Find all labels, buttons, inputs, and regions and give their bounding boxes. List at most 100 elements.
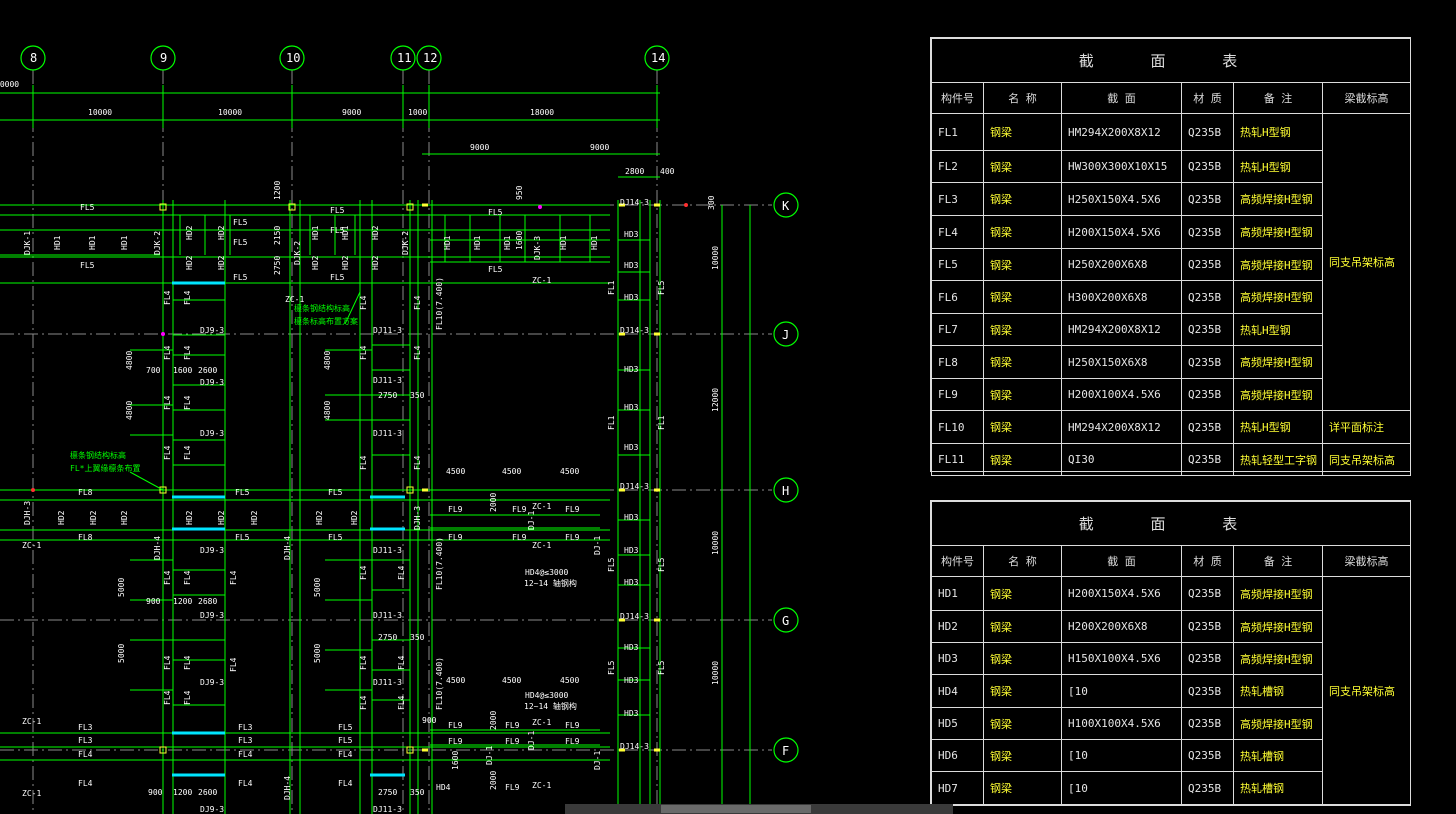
drawing-label: 2800 bbox=[625, 167, 644, 176]
drawing-label: FL5 bbox=[488, 265, 503, 274]
table-cell-name: 钢梁 bbox=[983, 378, 1062, 411]
drawing-label: 2750 bbox=[378, 391, 397, 400]
drawing-label: 1200 bbox=[173, 788, 192, 797]
leader-line bbox=[129, 471, 164, 491]
axis-bubble bbox=[390, 45, 416, 71]
axis-label-col: 10 bbox=[286, 51, 300, 65]
table-cell-note: 高频焊接H型钢 bbox=[1233, 610, 1323, 643]
drawing-label: HD1 bbox=[503, 235, 512, 250]
drawing-label: FL4 bbox=[338, 779, 353, 788]
drawing-label: FL1 bbox=[607, 280, 616, 295]
table-cell-material: Q235B bbox=[1181, 771, 1234, 805]
axis-label-row: G bbox=[782, 614, 789, 628]
scrollbar-thumb[interactable] bbox=[661, 805, 811, 813]
cyan-beam bbox=[172, 281, 225, 285]
drawing-label: HD2 bbox=[185, 510, 194, 525]
axis-label-row: K bbox=[782, 199, 790, 213]
drawing-label: HD2 bbox=[57, 510, 66, 525]
drawing-label: 2680 bbox=[198, 597, 217, 606]
drawing-label: FL5 bbox=[607, 660, 616, 675]
drawing-label: FL1 bbox=[607, 415, 616, 430]
table-cell-name: 钢梁 bbox=[983, 248, 1062, 281]
drawing-label: FL1 bbox=[657, 415, 666, 430]
table-cell-section: H150X100X4.5X6 bbox=[1061, 642, 1182, 675]
axis-bubble bbox=[773, 607, 799, 633]
table-cell-name: 钢梁 bbox=[983, 576, 1062, 611]
drawing-label: HD2 bbox=[217, 255, 226, 270]
drawing-label: FL10(7.400) bbox=[435, 657, 444, 710]
drawing-label: FL4 bbox=[359, 655, 368, 670]
drawing-label: HD1 bbox=[443, 235, 452, 250]
drawing-label: 5000 bbox=[117, 578, 126, 597]
drawing-label: FL4 bbox=[163, 345, 172, 360]
drawing-label: HD1 bbox=[590, 235, 599, 250]
drawing-label: 10000 bbox=[218, 108, 242, 117]
horizontal-scrollbar[interactable] bbox=[565, 804, 953, 814]
table-cell-id: FL2 bbox=[931, 150, 984, 183]
drawing-label: 5000 bbox=[313, 644, 322, 663]
axis-label-col: 8 bbox=[30, 51, 37, 65]
axis-label-row: J bbox=[782, 328, 789, 342]
drawing-label: 9000 bbox=[470, 143, 489, 152]
table-cell-id: FL1 bbox=[931, 113, 984, 151]
table-cell-material: Q235B bbox=[1181, 150, 1234, 183]
table-cell-id: FL7 bbox=[931, 313, 984, 346]
cad-drawing-canvas[interactable]: 8910111214KJHGF1000010000100009000100018… bbox=[0, 0, 920, 814]
drawing-label: HD3 bbox=[624, 403, 639, 412]
drawing-label: 1200 bbox=[273, 181, 282, 200]
table-cell-id: FL3 bbox=[931, 182, 984, 216]
drawing-label: DJ-1 bbox=[593, 536, 602, 555]
drawing-label: 2750 bbox=[378, 633, 397, 642]
table-header-cell: 构件号 bbox=[931, 545, 984, 577]
drawing-label: FL5 bbox=[338, 736, 353, 745]
drawing-label: FL5 bbox=[338, 723, 353, 732]
drawing-label: DJK-3 bbox=[533, 236, 542, 260]
drawing-label: 2000 bbox=[489, 771, 498, 790]
table-cell-name: 钢梁 bbox=[983, 642, 1062, 675]
table-cell-name: 钢梁 bbox=[983, 113, 1062, 151]
drawing-label: 4800 bbox=[125, 401, 134, 420]
drawing-label: FL3 bbox=[78, 723, 93, 732]
table-header-cell: 备 注 bbox=[1233, 545, 1323, 577]
drawing-label: DJ9-3 bbox=[200, 805, 224, 814]
drawing-label: HD2 bbox=[315, 510, 324, 525]
axis-label-col: 14 bbox=[651, 51, 665, 65]
drawing-label: FL4 bbox=[163, 290, 172, 305]
table-cell-name: 钢梁 bbox=[983, 150, 1062, 183]
table-cell-material: Q235B bbox=[1181, 215, 1234, 249]
drawing-label: DJH-4 bbox=[283, 536, 292, 560]
drawing-label: HD2 bbox=[350, 510, 359, 525]
green-note: FL*上翼缘檩条布置 bbox=[70, 463, 140, 473]
table-header-cell: 构件号 bbox=[931, 82, 984, 114]
table-cell-elev: 同支吊架标高 bbox=[1321, 443, 1412, 476]
drawing-label: 4500 bbox=[560, 467, 579, 476]
drawing-label: 2750 bbox=[273, 256, 282, 275]
drawing-label: HD1 bbox=[559, 235, 568, 250]
drawing-label: DJ-1 bbox=[527, 511, 536, 530]
drawing-label: 12000 bbox=[711, 388, 720, 412]
table-header-cell: 截 面 bbox=[1061, 545, 1182, 577]
drawing-label: HD3 bbox=[624, 261, 639, 270]
drawing-label: FL9 bbox=[448, 721, 463, 730]
table-cell-note: 高频焊接H型钢 bbox=[1233, 215, 1323, 249]
table-cell-name: 钢梁 bbox=[983, 739, 1062, 772]
drawing-label: DJK-2 bbox=[153, 231, 162, 255]
drawing-label: HD2 bbox=[217, 225, 226, 240]
table-cell-section: [10 bbox=[1061, 771, 1182, 805]
cyan-beam bbox=[172, 773, 225, 777]
axis-bubble bbox=[773, 192, 799, 218]
drawing-label: 4800 bbox=[125, 351, 134, 370]
drawing-label: HD2 bbox=[185, 225, 194, 240]
drawing-label: ZC-1 bbox=[22, 789, 41, 798]
drawing-label: FL5 bbox=[233, 273, 248, 282]
table-cell-section: QI30 bbox=[1061, 443, 1182, 476]
table-cell-id: FL10 bbox=[931, 410, 984, 444]
drawing-label: HD3 bbox=[624, 230, 639, 239]
drawing-label: FL5 bbox=[488, 208, 503, 217]
axis-label-row: F bbox=[782, 744, 789, 758]
cyan-beam bbox=[172, 731, 225, 735]
